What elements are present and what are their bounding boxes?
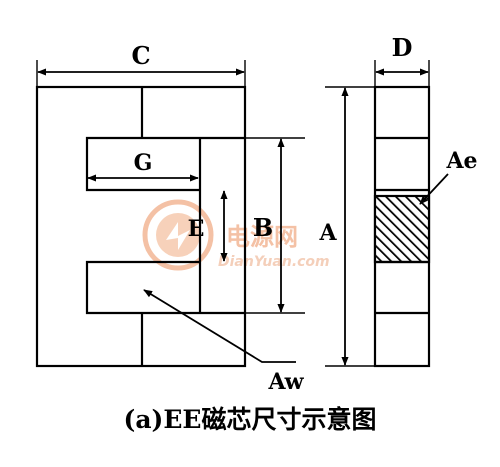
front-view [35,85,247,368]
label-d: D [392,33,413,62]
label-a: A [318,220,337,246]
watermark-brand-cn: 电源网 [226,223,298,251]
extension-lines [36,60,430,367]
watermark-logo-icon [142,199,214,271]
ae-hatched-area [373,194,431,264]
dimension-arrows [37,68,449,366]
label-b: B [253,213,273,242]
figure-caption: (a)EE磁芯尺寸示意图 [124,405,377,434]
label-c: C [131,41,150,70]
label-ae: Ae [445,148,477,174]
dimension-labels: C D G E B A Ae Aw [131,33,477,395]
ae-leader [419,173,449,205]
upper-window [85,136,245,192]
watermark-brand-en: DianYuan.com [218,254,330,270]
label-aw: Aw [267,369,304,395]
aw-leader [143,289,296,363]
watermark: 电源网 DianYuan.com [142,199,330,271]
label-g: G [134,150,153,176]
side-view [373,85,431,368]
label-e: E [188,216,205,242]
lower-window [85,260,245,315]
